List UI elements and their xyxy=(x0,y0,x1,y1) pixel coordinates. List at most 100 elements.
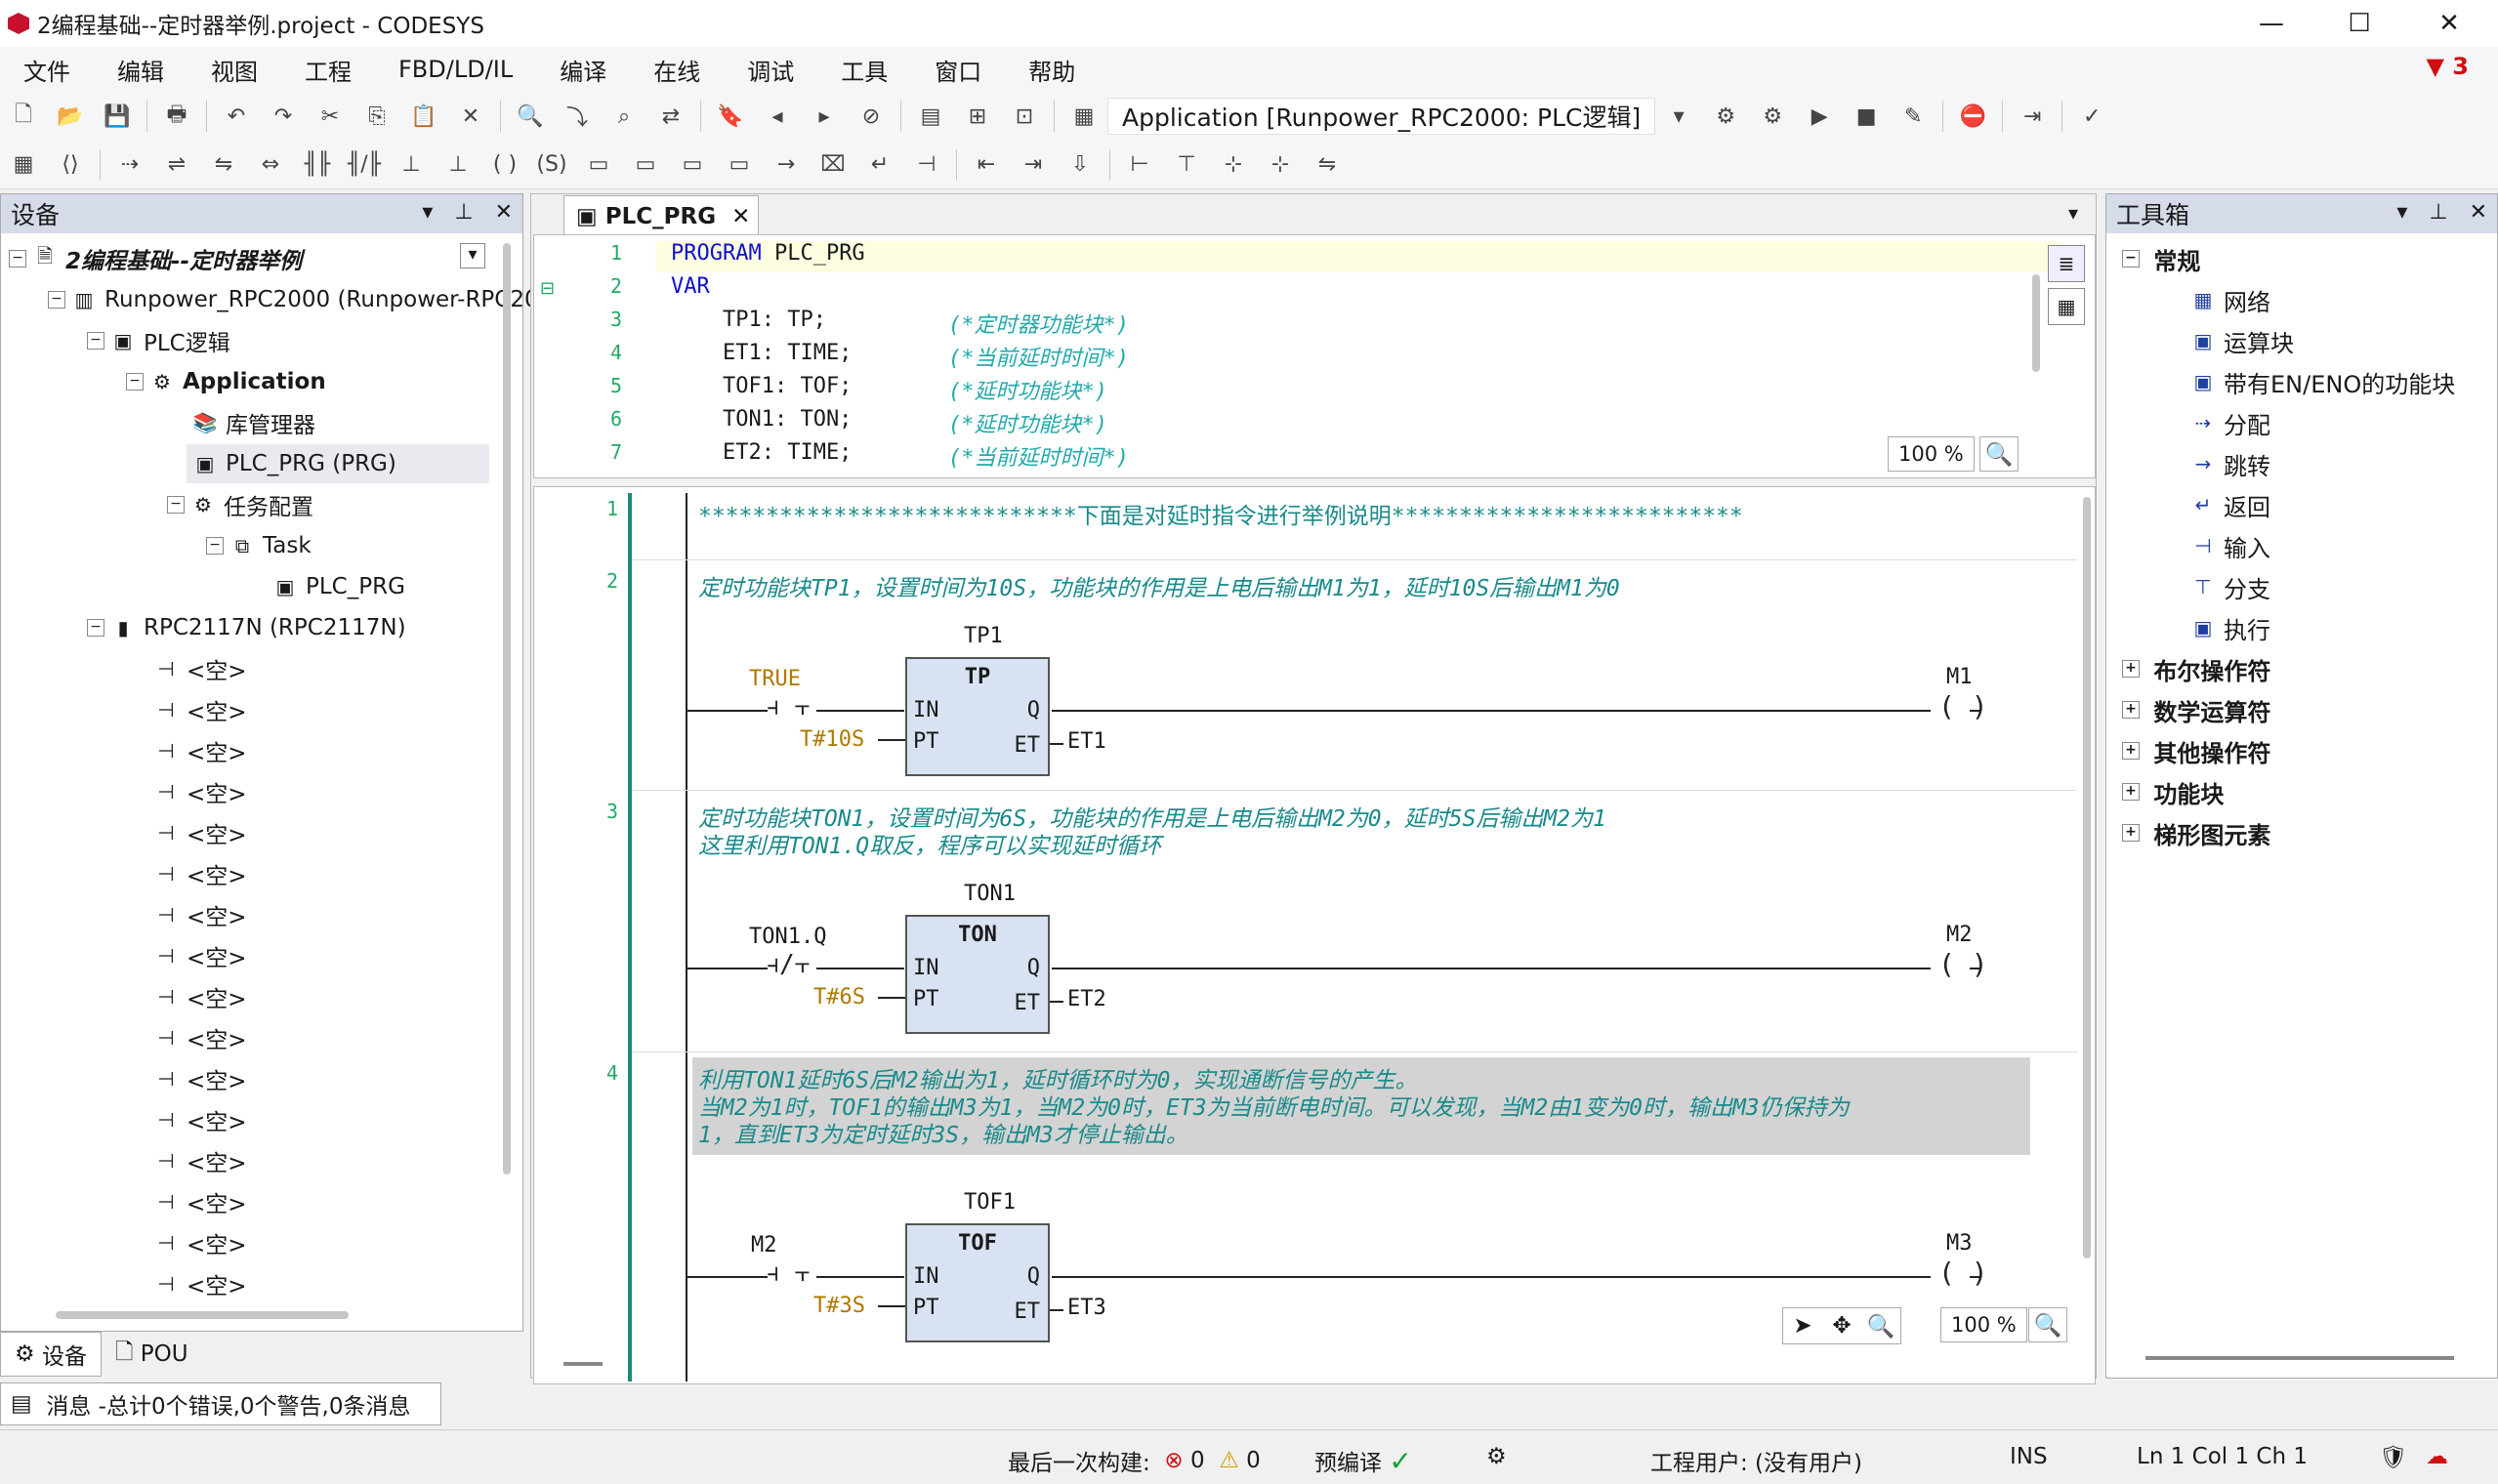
close-icon[interactable]: ✕ xyxy=(494,200,513,225)
toolbox-group[interactable]: + 其他操作符 xyxy=(2122,731,2270,770)
block-empty-icon[interactable]: ▭ xyxy=(682,152,703,177)
breakpoint-icon[interactable]: ⛔ xyxy=(1959,103,1986,129)
collapse-icon[interactable]: − xyxy=(87,619,104,637)
messages-tab[interactable]: ▤ 消息 -总计0个错误,0个警告,0条消息 xyxy=(0,1382,441,1425)
print-icon[interactable]: 🖶 xyxy=(166,103,187,127)
toolbox-group[interactable]: + 梯形图元素 xyxy=(2122,813,2270,852)
precompile-status[interactable]: 预编译 ✓ xyxy=(1314,1444,1412,1477)
tab-pou[interactable]: 🗋 POU xyxy=(102,1332,202,1377)
message-filter[interactable]: ▼ 3 xyxy=(2426,53,2469,80)
collapse-icon[interactable]: − xyxy=(206,537,224,555)
parallel-contact-icon[interactable]: ⊥ xyxy=(401,152,421,177)
contact-variable[interactable]: M2 xyxy=(751,1233,777,1257)
vertical-scrollbar[interactable] xyxy=(503,243,511,1175)
coil-icon[interactable]: ( ) xyxy=(1938,948,1988,980)
toolbox-item[interactable]: ▦网络 xyxy=(2190,280,2270,319)
network-icon[interactable]: ⚙ xyxy=(1486,1444,1507,1469)
negated-contact-icon[interactable]: ╢/╟ xyxy=(348,152,381,177)
code-line[interactable]: PROGRAM PLC_PRG xyxy=(671,241,865,266)
toolbox-item[interactable]: →跳转 xyxy=(2190,444,2270,483)
find-all-icon[interactable]: ⌕ xyxy=(617,103,631,129)
tree-plc-logic[interactable]: − ▣ PLC逻辑 xyxy=(87,321,230,360)
bookmark-clear-icon[interactable]: ⊘ xyxy=(861,103,881,129)
align-top-icon[interactable]: ⊤ xyxy=(1177,152,1196,177)
tree-plc-device[interactable]: − ▥ Runpower_RPC2000 (Runpower-RPC20 xyxy=(48,280,539,319)
block-output-icon[interactable]: ▭ xyxy=(729,152,750,177)
toolbox-item[interactable]: ▣带有EN/ENO的功能块 xyxy=(2190,362,2456,401)
coil-variable[interactable]: M3 xyxy=(1946,1231,1973,1256)
fb-instance-name[interactable]: TON1 xyxy=(964,882,1016,906)
collapse-icon[interactable]: − xyxy=(126,373,144,391)
collapse-icon[interactable]: − xyxy=(9,250,26,268)
menu-view[interactable]: 视图 xyxy=(211,58,258,86)
toolbox-item[interactable]: ▣运算块 xyxy=(2190,321,2294,360)
tree-io-module[interactable]: − ▮ RPC2117N (RPC2117N) xyxy=(87,608,406,647)
reset-icon[interactable]: ✎ xyxy=(1903,103,1923,129)
chevron-down-icon[interactable]: ▾ xyxy=(460,243,485,268)
expand-icon[interactable]: + xyxy=(2122,824,2140,842)
save-icon[interactable]: 💾 xyxy=(104,103,131,129)
tree-project[interactable]: − 🗎 2编程基础--定时器举例 xyxy=(9,239,302,278)
menu-online[interactable]: 在线 xyxy=(653,58,701,86)
contact-icon[interactable]: ╢╟ xyxy=(304,152,331,177)
insert-after-icon[interactable]: ⇥ xyxy=(1023,152,1043,177)
zoom-icon[interactable]: 🔍 xyxy=(2028,1307,2067,1342)
code-line[interactable]: TOF1: TOF; xyxy=(671,374,852,398)
tree-io-slot[interactable]: ⊣<空> xyxy=(153,690,246,729)
menu-file[interactable]: 文件 xyxy=(23,58,70,86)
contact-icon[interactable]: ⫞ ⫟ xyxy=(767,1258,811,1288)
network-comment[interactable]: 利用TON1延时6S后M2输出为1，延时循环时为0，实现通断信号的产生。 xyxy=(698,1068,1418,1093)
network-number[interactable]: 3 xyxy=(605,800,618,823)
expand-icon[interactable]: + xyxy=(2122,660,2140,678)
toolbox-item[interactable]: ⊤分支 xyxy=(2190,567,2270,606)
coil-variable[interactable]: M2 xyxy=(1946,923,1973,947)
tabular-view-icon[interactable]: ▦ xyxy=(2048,288,2085,325)
pt-value[interactable]: T#10S xyxy=(800,727,865,752)
network-comment[interactable]: ****************************下面是对延时指令进行举例… xyxy=(698,504,1743,529)
tree-io-slot[interactable]: ⊣<空> xyxy=(153,813,246,852)
chevron-down-icon[interactable]: ▾ xyxy=(2068,201,2079,225)
zoom-level[interactable]: 100 % xyxy=(1940,1307,2027,1342)
toolbox-item[interactable]: ▣执行 xyxy=(2190,608,2270,647)
expand-icon[interactable]: + xyxy=(2122,701,2140,719)
toolbox-item[interactable]: ↵返回 xyxy=(2190,485,2270,524)
horizontal-scrollbar[interactable] xyxy=(563,1362,603,1366)
chevron-down-icon[interactable]: ▾ xyxy=(2396,200,2408,225)
network-comment[interactable]: 1，直到ET3为定时延时3S，输出M3才停止输出。 xyxy=(698,1123,1188,1148)
copy-icon[interactable]: ⎘ xyxy=(368,103,386,129)
bookmark-prev-icon[interactable]: ◂ xyxy=(771,103,783,129)
network-number[interactable]: 2 xyxy=(605,569,618,593)
negated-contact-icon[interactable]: ⫞/⫟ xyxy=(767,950,811,979)
code-line[interactable]: ET2: TIME; xyxy=(671,440,852,465)
tree-task[interactable]: − ⧉ Task xyxy=(206,526,312,565)
network-comment[interactable]: 定时功能块TON1，设置时间为6S，功能块的作用是上电后输出M2为0，延时5S后… xyxy=(698,806,1606,832)
step-over-icon[interactable]: ⇥ xyxy=(2022,103,2042,129)
block-en-icon[interactable]: ▭ xyxy=(635,152,656,177)
menu-debug[interactable]: 调试 xyxy=(747,58,795,86)
insert-below-icon[interactable]: ⇩ xyxy=(1070,152,1090,177)
bookmark-next-icon[interactable]: ▸ xyxy=(818,103,830,129)
tree-io-slot[interactable]: ⊣<空> xyxy=(153,772,246,811)
tree-io-slot[interactable]: ⊣<空> xyxy=(153,649,246,688)
write-values-icon[interactable]: ✓ xyxy=(2082,103,2102,129)
fold-icon[interactable]: ⊟ xyxy=(540,278,556,299)
jump-icon[interactable]: ⇌ xyxy=(167,152,187,177)
coil-icon[interactable]: ( ) xyxy=(1938,690,1988,722)
open-folder-icon[interactable]: 📂 xyxy=(57,103,84,129)
network-comment[interactable]: 当M2为1时，TOF1的输出M3为1，当M2为0时，ET3为当前断电时间。可以发… xyxy=(698,1095,1850,1121)
network-insert-icon[interactable]: ▦ xyxy=(13,152,34,177)
parallel-negated-contact-icon[interactable]: ⊥ xyxy=(448,152,468,177)
pt-value[interactable]: T#3S xyxy=(813,1294,865,1318)
magnifier-icon[interactable]: 🔍 xyxy=(1866,1313,1895,1340)
tree-library-manager[interactable]: 📚 库管理器 xyxy=(192,403,315,442)
toolbox-group[interactable]: + 布尔操作符 xyxy=(2122,649,2270,688)
box-icon[interactable]: ⟨⟩ xyxy=(62,152,79,177)
toggle-icon[interactable]: ⇋ xyxy=(1317,152,1337,177)
network-number[interactable]: 1 xyxy=(605,497,618,520)
toolbox-group[interactable]: + 数学运算符 xyxy=(2122,690,2270,729)
code-line[interactable]: ET1: TIME; xyxy=(671,341,852,365)
pin-icon[interactable]: ⊥ xyxy=(454,200,474,225)
